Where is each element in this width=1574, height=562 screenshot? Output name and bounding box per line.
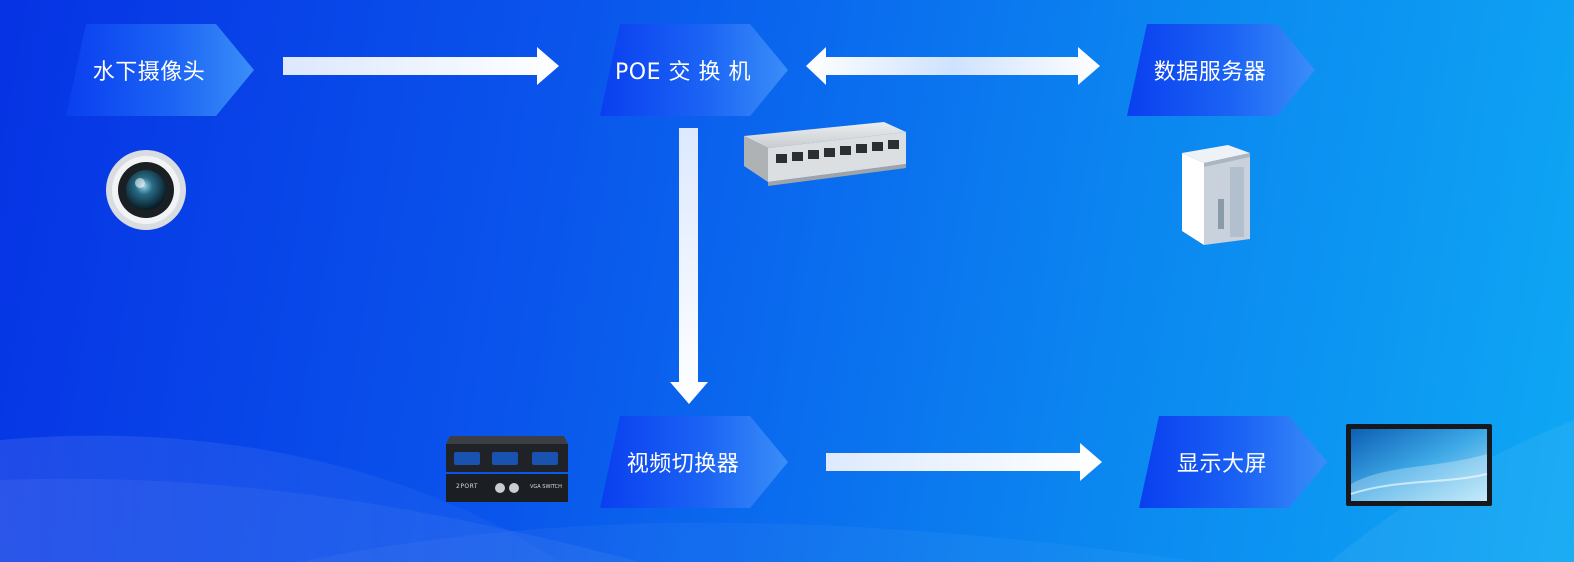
node-display-screen-label: 显示大屏 <box>1176 452 1267 477</box>
server-tower-icon <box>1182 145 1250 245</box>
vga-switch-icon <box>446 436 568 502</box>
arrow-camera-to-switch <box>283 47 559 85</box>
node-data-server: 数据服务器 <box>1127 24 1315 116</box>
node-underwater-camera-label: 水下摄像头 <box>92 60 206 85</box>
network-switch-icon <box>744 122 906 186</box>
arrow-switch-to-server <box>806 47 1100 85</box>
vga-switch-port-label: 2PORT <box>456 483 479 490</box>
node-poe-switch: POE 交 换 机 <box>600 24 788 116</box>
node-video-switcher: 视频切换器 <box>600 416 788 508</box>
arrow-switch-to-video-switcher <box>670 128 708 404</box>
node-display-screen: 显示大屏 <box>1139 416 1327 508</box>
arrow-video-switcher-to-display <box>826 443 1102 481</box>
vga-switch-model-label: VGA SWITCH <box>530 484 562 490</box>
node-data-server-label: 数据服务器 <box>1153 60 1267 85</box>
node-video-switcher-label: 视频切换器 <box>626 452 740 477</box>
vga-switch-device: 2PORT VGA SWITCH <box>444 430 570 504</box>
monitor-screen-icon <box>1346 424 1492 506</box>
node-poe-switch-label: POE 交 换 机 <box>615 60 751 85</box>
node-underwater-camera: 水下摄像头 <box>66 24 254 116</box>
underwater-camera-icon <box>106 150 186 230</box>
